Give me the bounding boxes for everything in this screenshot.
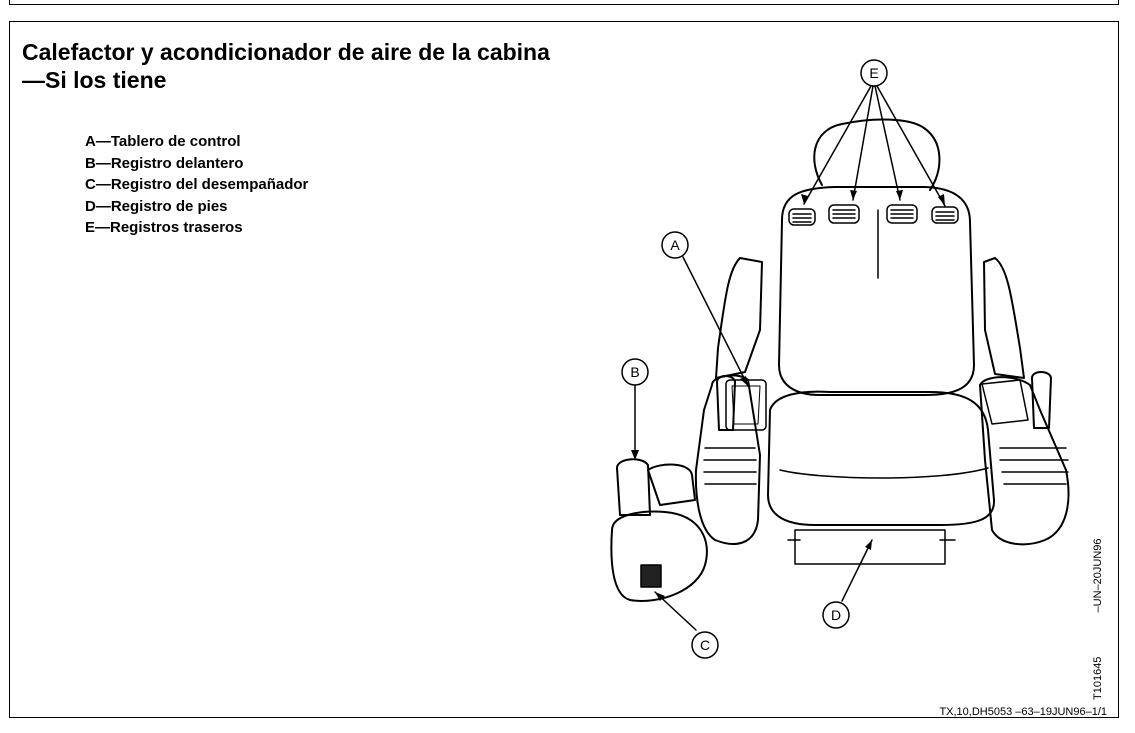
callout-c [691,631,719,659]
legend-item-b: B—Registro delantero [85,154,244,172]
callout-label-e: E [869,65,878,81]
previous-section-border [9,0,1119,5]
legend-item-d: D—Registro de pies [85,197,228,215]
front-console [610,458,708,602]
legend-item-e: E—Registros traseros [85,219,243,236]
content-panel [9,21,1119,718]
rear-vents [788,204,959,226]
image-code: T101645 [1092,656,1104,700]
figure-legend: A—Tablero de control B—Registro delanter… [85,131,308,239]
legend-item-a: A—Tablero de control [85,133,241,150]
headrest [813,118,941,191]
callout-label-d: D [831,607,841,623]
section-title: Calefactor y acondicionador de aire de l… [22,39,550,93]
callout-a [661,231,689,259]
document-reference: TX,10,DH5053 –63–19JUN96–1/1 [939,706,1107,718]
legend-item-c: C—Registro del desempañador [85,176,309,193]
seat-cushion [767,390,996,526]
callout-e [860,59,888,87]
left-armrest [694,374,761,545]
callout-d [822,601,850,629]
callout-b [621,358,649,386]
image-date: –UN–20JUN96 [1092,538,1104,613]
image-code-vertical: T101645 –UN–20JUN96 [1092,538,1104,700]
callout-label-b: B [630,364,639,380]
cab-seat-illustration: E A B C D [610,59,1070,659]
right-armrest [979,376,1070,546]
callout-label-c: C [700,637,710,653]
callout-label-a: A [670,237,680,253]
